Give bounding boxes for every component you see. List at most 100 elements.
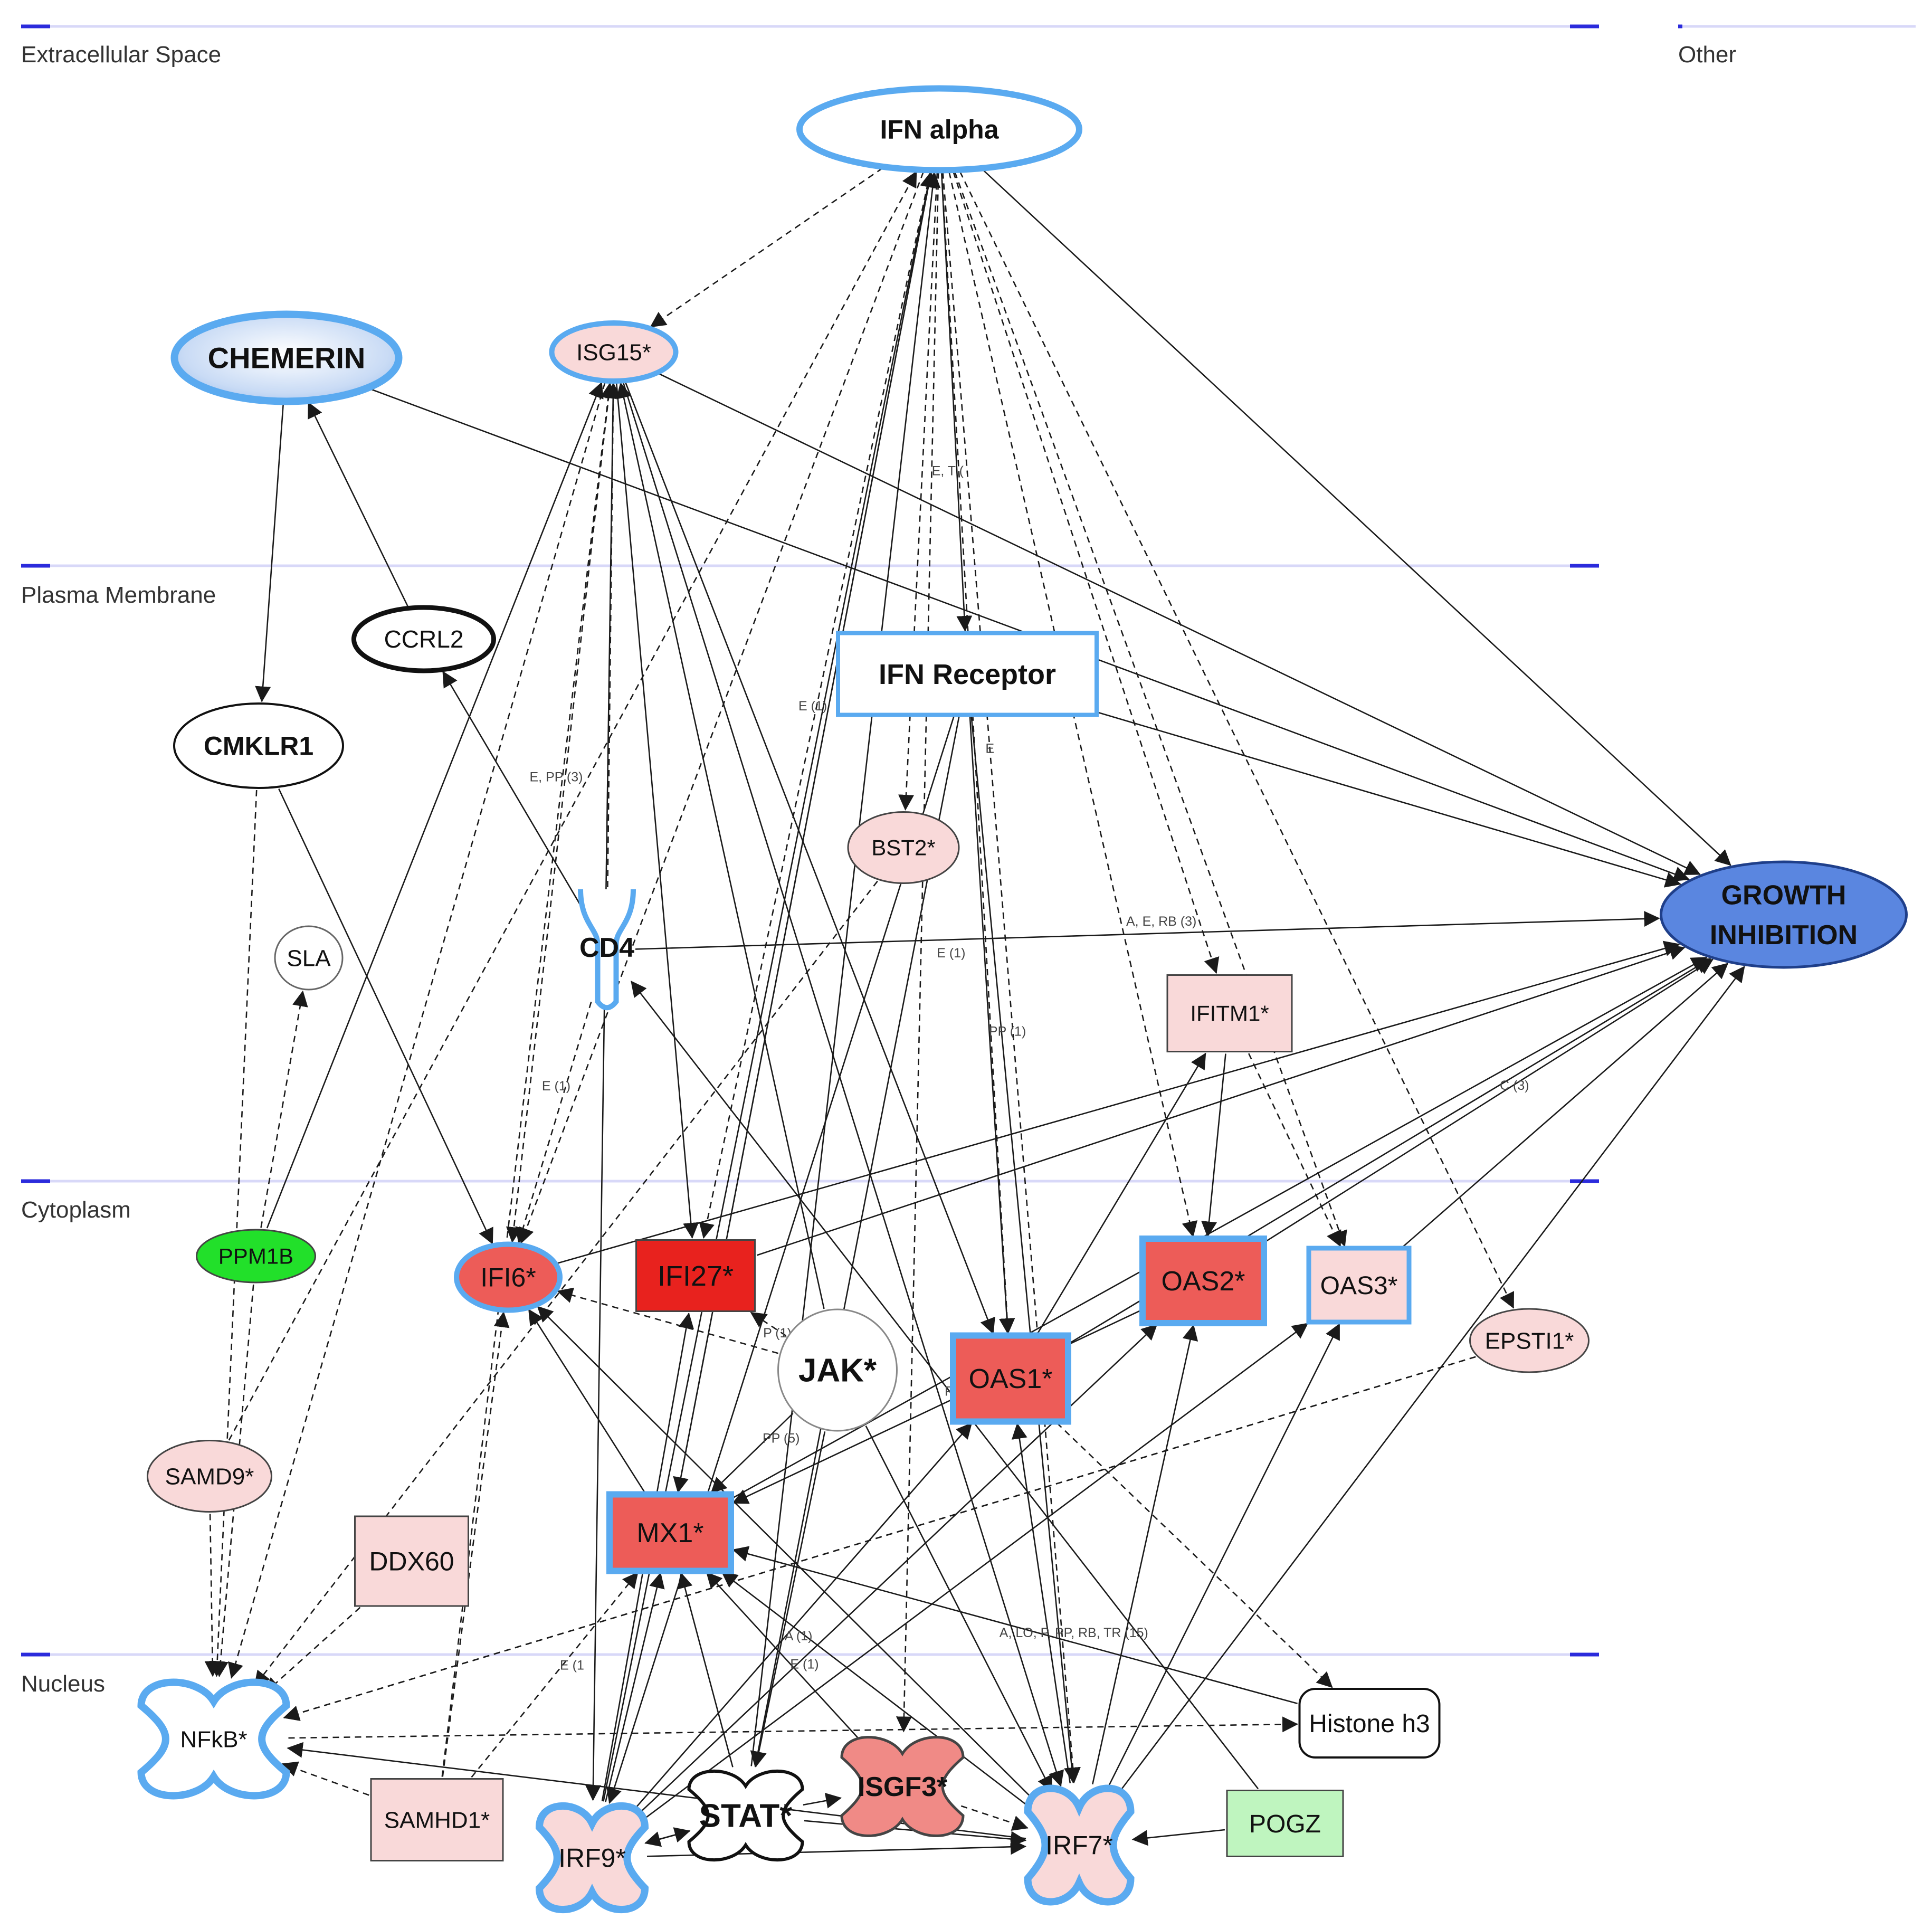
rect-shape	[836, 631, 1099, 717]
node-ppm1b[interactable]: PPM1B	[196, 1229, 316, 1284]
edge-isg15-to-oas1	[625, 382, 995, 1335]
node-label: IFN alpha	[880, 115, 999, 145]
edge-ifn-receptor-to-irf7	[970, 717, 1080, 1784]
edge-irf9-to-mx1	[605, 1572, 665, 1802]
ellipse-shape	[454, 1241, 563, 1313]
edge-isgf3-to-mx1	[706, 1572, 864, 1744]
edge-pogz-to-cd4	[631, 981, 1259, 1790]
rect-shape	[354, 1515, 469, 1607]
edge-nfkb-to-histone-h3	[288, 1716, 1298, 1739]
node-nfkb[interactable]: NFkB*	[137, 1678, 290, 1800]
node-chemerin[interactable]: CHEMERIN	[170, 310, 403, 405]
node-mx1[interactable]: MX1*	[606, 1491, 734, 1574]
rect-shape	[1226, 1790, 1344, 1857]
edge-ifn-receptor-to-growth-inhibition	[1098, 712, 1681, 888]
lane-nucleus: Nucleus	[21, 1652, 1599, 1697]
node-irf7[interactable]: IRF7*	[1024, 1784, 1135, 1906]
node-label: CMKLR1	[204, 731, 313, 761]
edge-ifn-alpha-to-isg15	[650, 167, 883, 328]
node-label: CCRL2	[384, 625, 464, 653]
edge-stat-to-isgf3	[803, 1793, 842, 1809]
node-label: PPM1B	[218, 1244, 293, 1269]
rect-shape	[950, 1332, 1071, 1425]
node-samd9[interactable]: SAMD9*	[147, 1440, 272, 1513]
rect-shape	[1306, 1246, 1412, 1325]
edge-label: E (1)	[790, 1657, 819, 1672]
edge-label: E (1)	[798, 699, 827, 714]
node-label: SAMD9*	[165, 1464, 254, 1489]
node-label: IFI6*	[480, 1263, 536, 1293]
node-sla[interactable]: SLA	[274, 925, 344, 991]
edge-isgf3-to-irf7	[960, 1805, 1029, 1831]
edge-samhd1-to-isg15	[441, 382, 616, 1777]
edge-label: C (3)	[1500, 1078, 1529, 1093]
node-cd4[interactable]: CD4	[578, 889, 636, 1011]
node-ifn-alpha[interactable]: IFN alpha	[796, 85, 1082, 174]
edge-irf7-to-oas1	[1011, 1423, 1071, 1783]
node-ifitm1[interactable]: IFITM1*	[1166, 974, 1293, 1052]
edge-isg15-to-nfkb	[227, 382, 606, 1679]
edge-samd9-to-nfkb	[204, 1514, 221, 1677]
edge-ifn-alpha-to-oas3	[954, 172, 1347, 1247]
edge-chemerin-to-cmklr1	[255, 403, 284, 702]
edge-isg15-to-ifi6	[506, 383, 611, 1243]
node-epsti1[interactable]: EPSTI1*	[1469, 1308, 1590, 1373]
node-label: IFN Receptor	[879, 659, 1056, 690]
edge-label: E	[985, 742, 994, 756]
edge-pogz-to-irf7	[1131, 1829, 1225, 1846]
node-ifi6[interactable]: IFI6*	[454, 1241, 563, 1313]
node-irf9[interactable]: IRF9*	[535, 1802, 649, 1914]
edge-label: E (1	[560, 1658, 584, 1673]
edge-ifn-alpha-to-irf7	[942, 172, 1081, 1783]
node-histone-h3[interactable]: Histone h3	[1298, 1688, 1441, 1759]
rounded-shape	[1298, 1688, 1441, 1759]
node-isg15[interactable]: ISG15*	[549, 320, 679, 384]
node-label: STAT*	[699, 1798, 793, 1835]
ellipse-shape	[1469, 1308, 1590, 1373]
ellipse-shape	[274, 925, 344, 991]
node-label: GROWTH	[1721, 880, 1847, 911]
lane-label-other: Other	[1678, 42, 1736, 68]
edge-isg15-to-irf9	[585, 383, 614, 1801]
edge-label: A, E, RB (3)	[1126, 914, 1196, 929]
node-label: OAS1*	[969, 1364, 1053, 1394]
node-bst2[interactable]: BST2*	[847, 811, 960, 884]
hourglass-shape	[687, 1769, 804, 1862]
node-samhd1[interactable]: SAMHD1*	[370, 1778, 504, 1861]
edge-cd4-to-growth-inhibition	[635, 910, 1660, 950]
node-stat[interactable]: STAT*	[687, 1769, 804, 1862]
edge-stat-to-mx1	[677, 1572, 734, 1768]
lane-label-membrane: Plasma Membrane	[21, 582, 216, 608]
node-jak[interactable]: JAK*	[777, 1308, 898, 1432]
node-oas1[interactable]: OAS1*	[950, 1332, 1071, 1425]
rect-shape	[635, 1239, 756, 1312]
node-oas2[interactable]: OAS2*	[1139, 1236, 1267, 1326]
lane-membrane: Plasma Membrane	[21, 564, 1599, 608]
node-label: IFI27*	[658, 1260, 734, 1292]
node-pogz[interactable]: POGZ	[1226, 1790, 1344, 1857]
edge-cd4-to-ccrl2	[442, 671, 585, 913]
node-label: ISG15*	[576, 339, 651, 365]
node-ifi27[interactable]: IFI27*	[635, 1239, 756, 1312]
edge-jak-to-mx1	[710, 1413, 794, 1494]
node-ccrl2[interactable]: CCRL2	[351, 605, 496, 673]
node-cmklr1[interactable]: CMKLR1	[173, 702, 344, 789]
node-oas3[interactable]: OAS3*	[1306, 1246, 1412, 1325]
edge-label: E, PP (3)	[530, 769, 583, 784]
hourglass-shape	[137, 1678, 290, 1800]
lane-label-extracellular: Extracellular Space	[21, 42, 221, 68]
ellipse-shape	[777, 1308, 898, 1432]
node-ddx60[interactable]: DDX60	[354, 1515, 469, 1607]
edge-stat-to-ifn-alpha	[750, 171, 941, 1766]
node-ifn-receptor[interactable]: IFN Receptor	[836, 631, 1099, 717]
edge-ifn-alpha-to-epsti1	[959, 171, 1515, 1309]
edge-ifn-alpha-to-ifi27	[699, 172, 931, 1239]
node-isgf3[interactable]: ISGF3*	[840, 1736, 965, 1837]
edge-label: E (1)	[542, 1079, 570, 1094]
node-label: CD4	[579, 933, 634, 963]
ellipse-shape	[173, 702, 344, 789]
edge-ifn-receptor-to-oas1	[969, 717, 1015, 1334]
